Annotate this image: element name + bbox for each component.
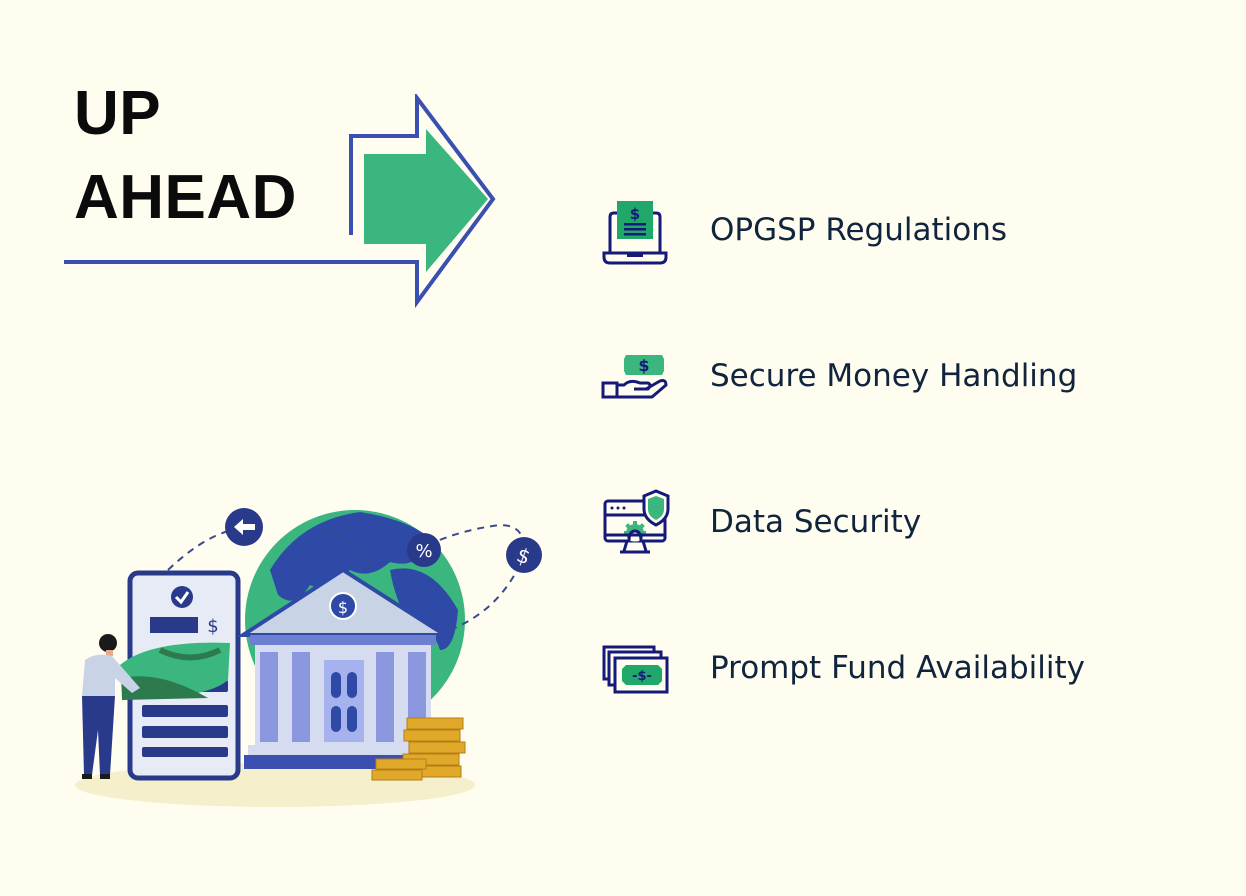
svg-text:$: $ <box>630 205 640 223</box>
page-title: UP AHEAD <box>74 72 297 240</box>
agenda-item-prompt-funds: -$- Prompt Fund Availability <box>600 628 1160 708</box>
coin-stacks-icon <box>371 717 466 781</box>
right-arrow-icon <box>64 94 496 309</box>
agenda-item-opgsp: $ OPGSP Regulations <box>600 190 1160 270</box>
agenda-label: OPGSP Regulations <box>710 212 1008 248</box>
banking-illustration: % $ $ $ <box>75 508 542 807</box>
agenda-item-secure-money: $ Secure Money Handling <box>600 336 1160 416</box>
stacked-banknotes-icon: -$- <box>602 645 669 694</box>
banknotes-icon <box>120 642 230 700</box>
agenda-label: Secure Money Handling <box>710 358 1078 394</box>
agenda-item-data-security: Data Security <box>600 482 1160 562</box>
svg-text:$: $ <box>638 356 649 375</box>
svg-text:-$-: -$- <box>632 669 652 684</box>
percent-bubble-icon: % <box>407 533 441 567</box>
title-line-ahead: AHEAD <box>74 163 297 232</box>
person-figure <box>82 634 140 779</box>
back-arrow-bubble-icon <box>225 508 263 546</box>
agenda-label: Prompt Fund Availability <box>710 650 1085 686</box>
dollar-bubble-icon: $ <box>506 537 542 573</box>
laptop-invoice-icon: $ <box>602 201 668 265</box>
agenda-label: Data Security <box>710 504 922 540</box>
bank-building-icon: $ <box>236 567 452 769</box>
monitor-shield-gear-icon <box>603 489 670 554</box>
svg-text:$: $ <box>207 616 218 637</box>
title-line-up: UP <box>74 79 162 148</box>
svg-text:$: $ <box>338 598 348 617</box>
svg-text:%: % <box>415 541 432 562</box>
hand-holding-money-icon: $ <box>601 355 668 399</box>
